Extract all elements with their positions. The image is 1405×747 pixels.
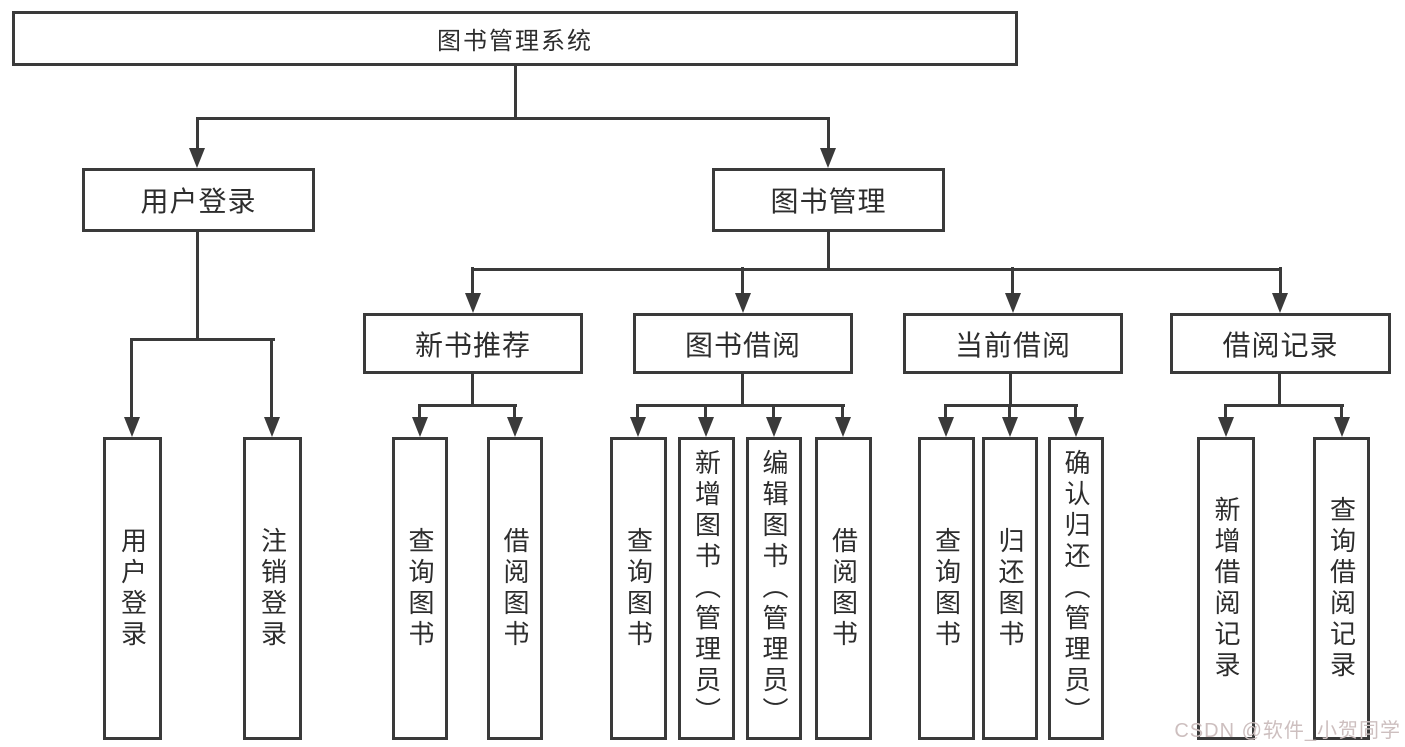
connector-drop [704, 404, 707, 420]
node-user-login: 用户登录 [82, 168, 315, 232]
node-book-management: 图书管理 [712, 168, 945, 232]
csdn-watermark: CSDN @软件_小贺同学 [1174, 720, 1401, 742]
connector-drop [270, 338, 273, 420]
connector-bar [636, 404, 845, 407]
node-borrow-record: 借阅记录 [1170, 313, 1391, 374]
arrow-head [1005, 293, 1021, 313]
arrow-head [189, 148, 205, 168]
leaf-return-book: 归还图书 [982, 437, 1038, 740]
leaf-logout: 注销登录 [243, 437, 302, 740]
arrow-head [1272, 293, 1288, 313]
connector-drop [1074, 404, 1077, 420]
arrow-head [698, 417, 714, 437]
connector-user-login-bar [130, 338, 275, 341]
connector-stem [741, 371, 744, 407]
arrow-head [820, 148, 836, 168]
arrow-head [1218, 417, 1234, 437]
leaf-query-borrow-record: 查询借阅记录 [1313, 437, 1370, 740]
leaf-edit-book-admin-label: 编辑图书（管理员） [759, 449, 789, 728]
leaf-recommend-borrow-book-label: 借阅图书 [500, 526, 530, 651]
leaf-borrow-book-label: 借阅图书 [828, 526, 859, 651]
connector-bar [418, 404, 517, 407]
node-new-book-recommend: 新书推荐 [363, 313, 583, 374]
connector-drop [841, 404, 844, 420]
leaf-edit-book-admin: 编辑图书（管理员） [746, 437, 802, 740]
connector-drop [513, 404, 516, 420]
leaf-confirm-return-admin: 确认归还（管理员） [1048, 437, 1104, 740]
leaf-borrow-book: 借阅图书 [815, 437, 872, 740]
leaf-recommend-borrow-book: 借阅图书 [487, 437, 543, 740]
connector-drop [944, 404, 947, 420]
connector-book-management-stem [827, 230, 830, 271]
leaf-current-query-book-label: 查询图书 [931, 526, 962, 651]
node-book-management-label: 图书管理 [770, 186, 887, 217]
connector-drop [130, 338, 133, 420]
node-current-borrow-label: 当前借阅 [954, 329, 1071, 361]
arrow-head [1334, 417, 1350, 437]
leaf-borrow-query-book: 查询图书 [610, 437, 667, 740]
arrow-head [630, 417, 646, 437]
connector-drop [1011, 267, 1014, 296]
leaf-query-borrow-record-label: 查询借阅记录 [1326, 495, 1357, 682]
connector-drop-user-login [196, 117, 199, 151]
leaf-user-login: 用户登录 [103, 437, 162, 740]
connector-root-stem [514, 64, 517, 120]
leaf-add-borrow-record: 新增借阅记录 [1197, 437, 1255, 740]
leaf-borrow-query-book-label: 查询图书 [623, 526, 654, 651]
leaf-logout-label: 注销登录 [257, 526, 288, 651]
leaf-user-login-label: 用户登录 [117, 526, 148, 651]
connector-stem [1278, 371, 1281, 407]
node-book-borrow: 图书借阅 [633, 313, 853, 374]
node-user-login-label: 用户登录 [140, 186, 257, 217]
arrow-head [264, 417, 280, 437]
connector-drop [741, 267, 744, 296]
connector-drop-book-management [827, 117, 830, 151]
connector-stem [1009, 371, 1012, 407]
arrow-head [835, 417, 851, 437]
node-book-borrow-label: 图书借阅 [684, 329, 801, 361]
arrow-head [735, 293, 751, 313]
connector-drop [772, 404, 775, 420]
connector-drop [1340, 404, 1343, 420]
arrow-head [1068, 417, 1084, 437]
arrow-head [507, 417, 523, 437]
arrow-head [938, 417, 954, 437]
leaf-recommend-query-book-label: 查询图书 [405, 526, 435, 651]
node-root: 图书管理系统 [12, 11, 1018, 66]
leaf-return-book-label: 归还图书 [995, 526, 1025, 651]
arrow-head [766, 417, 782, 437]
connector-drop [1279, 267, 1282, 296]
leaf-current-query-book: 查询图书 [918, 437, 975, 740]
arrow-head [1002, 417, 1018, 437]
connector-stem [471, 371, 474, 407]
node-root-label: 图书管理系统 [437, 28, 593, 55]
leaf-add-borrow-record-label: 新增借阅记录 [1211, 495, 1241, 682]
arrow-head [465, 293, 481, 313]
connector-user-login-stem [196, 230, 199, 340]
arrow-head [124, 417, 140, 437]
connector-bar [944, 404, 1078, 407]
arrow-head [412, 417, 428, 437]
leaf-add-book-admin: 新增图书（管理员） [678, 437, 735, 740]
connector-drop [471, 267, 474, 296]
node-current-borrow: 当前借阅 [903, 313, 1123, 374]
node-new-book-recommend-label: 新书推荐 [414, 329, 531, 361]
connector-bar [1224, 404, 1344, 407]
connector-drop [1008, 404, 1011, 420]
leaf-recommend-query-book: 查询图书 [392, 437, 448, 740]
connector-drop [636, 404, 639, 420]
leaf-add-book-admin-label: 新增图书（管理员） [691, 449, 722, 728]
connector-level3-bar [471, 268, 1282, 271]
leaf-confirm-return-admin-label: 确认归还（管理员） [1061, 449, 1091, 728]
connector-drop [1224, 404, 1227, 420]
connector-level2-bar [196, 117, 830, 120]
node-borrow-record-label: 借阅记录 [1222, 329, 1339, 361]
connector-drop [418, 404, 421, 420]
